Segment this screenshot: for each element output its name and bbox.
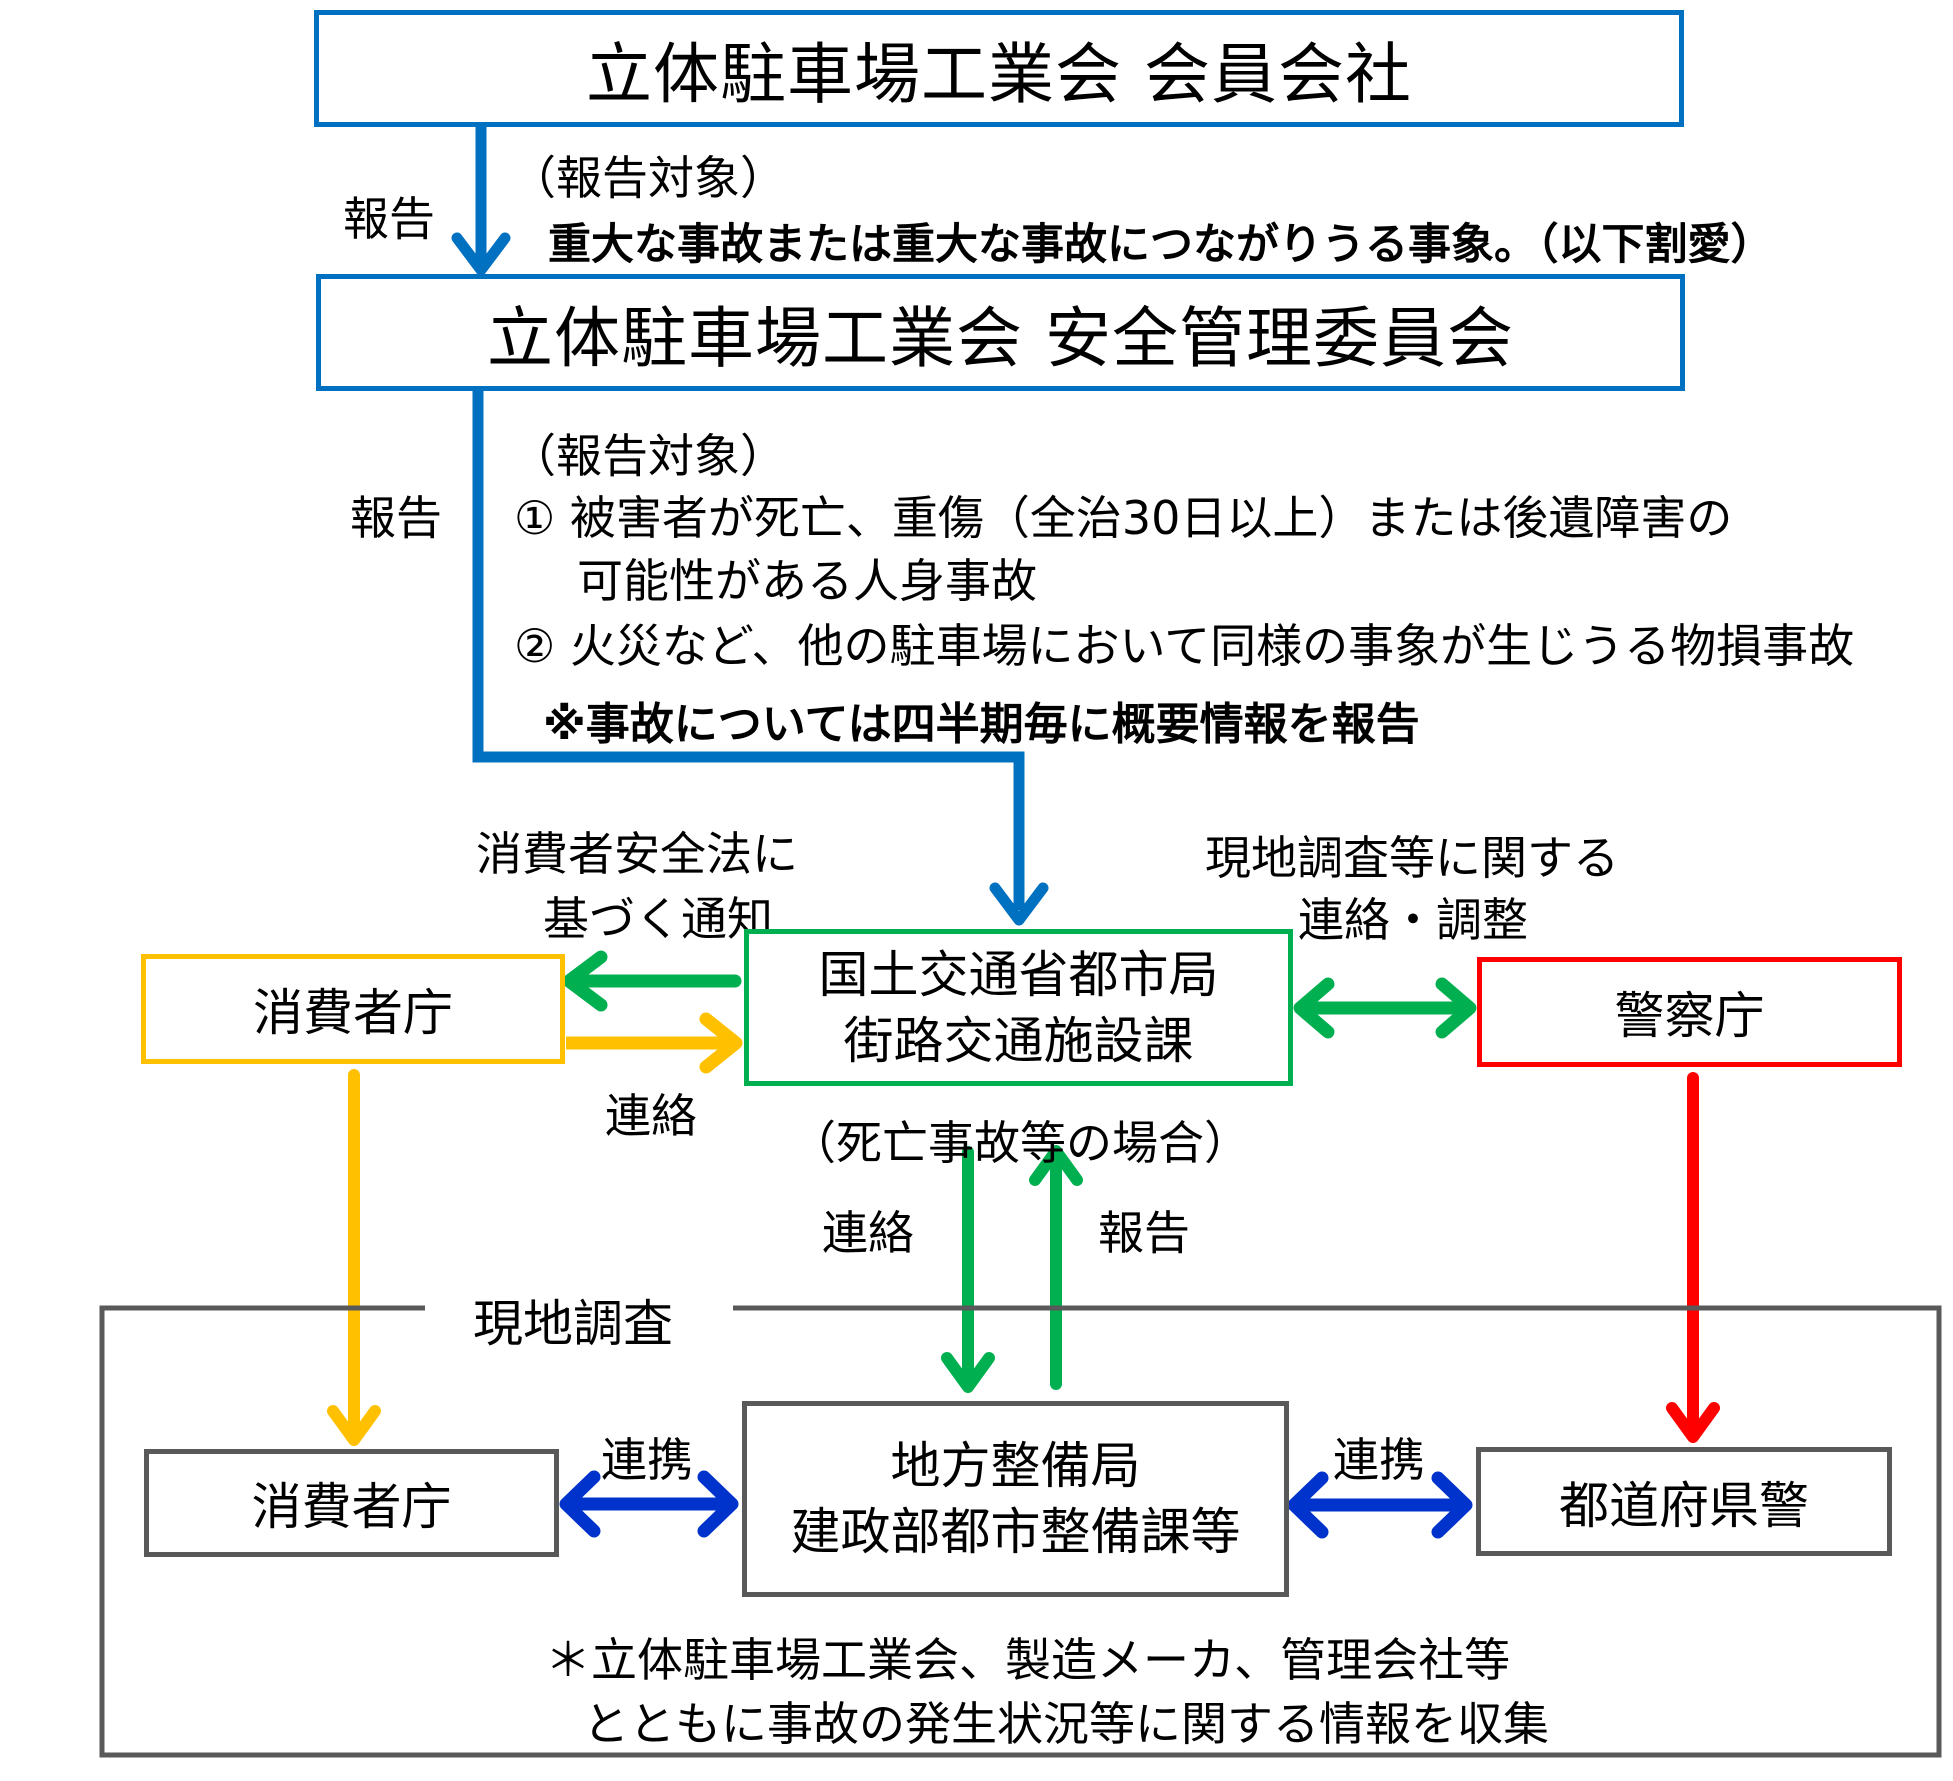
consumer-affairs-agency-label: 消費者庁 [253, 984, 453, 1042]
site-coordination-line-2: 連絡・調整 [1298, 893, 1528, 947]
site-survey-title: 現地調査 [473, 1295, 673, 1353]
contact-label-consumer-to-mlit: 連絡 [605, 1089, 697, 1143]
notice-arrow-mlit-to-consumer [562, 950, 742, 1012]
cooperation-arrow-consumer-regional [559, 1470, 739, 1538]
regional-bureau-line-1: 地方整備局 [890, 1437, 1141, 1495]
prefectural-police-box: 都道府県警 [1476, 1447, 1892, 1556]
report-arrow-regional-to-mlit [1029, 1145, 1083, 1390]
quarterly-report-note: ※事故については四半期毎に概要情報を報告 [543, 699, 1420, 750]
safety-committee-label: 立体駐車場工業会 安全管理委員会 [487, 299, 1514, 377]
cooperation-arrow-regional-prefectural [1287, 1471, 1473, 1539]
arrow-consumer-to-site-consumer [327, 1069, 381, 1446]
contact-arrow-mlit-to-regional [941, 1146, 995, 1393]
report-label-2: 報告 [350, 491, 442, 545]
member-companies-label: 立体駐車場工業会 会員会社 [586, 35, 1412, 113]
footnote-line-1: ＊立体駐車場工業会、製造メーカ、管理会社等 [545, 1633, 1511, 1687]
mlit-box-line-2: 街路交通施設課 [843, 1011, 1194, 1070]
report-label-regional-to-mlit: 報告 [1098, 1206, 1190, 1260]
consumer-affairs-agency-box: 消費者庁 [141, 954, 565, 1064]
site-consumer-affairs-agency-box: 消費者庁 [144, 1449, 559, 1557]
report-target-item-2: ② 火災など、他の駐車場において同様の事象が生じうる物損事故 [514, 619, 1855, 673]
contact-label-mlit-to-regional: 連絡 [822, 1206, 914, 1260]
mlit-box-line-1: 国土交通省都市局 [818, 945, 1219, 1004]
report-target-item-1-line-2: 可能性がある人身事故 [577, 554, 1037, 608]
fatal-accident-note: （死亡事故等の場合） [790, 1116, 1250, 1170]
report-label-1: 報告 [343, 192, 435, 246]
contact-arrow-consumer-to-mlit [566, 1012, 743, 1074]
site-survey-frame [99, 1305, 1942, 1758]
site-consumer-affairs-agency-label: 消費者庁 [251, 1478, 452, 1536]
national-police-agency-box: 警察庁 [1477, 957, 1902, 1067]
prefectural-police-label: 都道府県警 [1559, 1476, 1809, 1535]
regional-development-bureau-box: 地方整備局 建政部都市整備課等 [742, 1401, 1289, 1597]
arrow-police-to-prefectural [1666, 1072, 1720, 1443]
member-companies-box: 立体駐車場工業会 会員会社 [314, 10, 1684, 127]
national-police-agency-label: 警察庁 [1614, 987, 1765, 1045]
mlit-city-bureau-box: 国土交通省都市局 街路交通施設課 [744, 929, 1293, 1086]
safety-committee-box: 立体駐車場工業会 安全管理委員会 [316, 274, 1685, 391]
report-target-item-1-line-1: ① 被害者が死亡、重傷（全治30日以上）または後遺障害の [514, 491, 1733, 545]
cooperation-label-right: 連携 [1333, 1433, 1425, 1487]
report-arrow-member-to-committee [451, 127, 511, 276]
report-target-text-1: 重大な事故または重大な事故につながりうる事象。（以下割愛） [548, 220, 1774, 270]
cooperation-label-left: 連携 [601, 1433, 693, 1487]
regional-bureau-line-2: 建政部都市整備課等 [790, 1503, 1241, 1561]
report-target-heading-2: （報告対象） [510, 429, 786, 483]
report-arrow-committee-to-mlit [472, 391, 1049, 926]
report-target-heading-1: （報告対象） [510, 151, 786, 205]
consumer-safety-notice-line-2: 基づく通知 [543, 892, 773, 946]
consumer-safety-notice-line-1: 消費者安全法に [476, 827, 798, 881]
coordination-arrow-mlit-police [1293, 977, 1477, 1039]
site-coordination-line-1: 現地調査等に関する [1205, 831, 1619, 885]
footnote-line-2: とともに事故の発生状況等に関する情報を収集 [583, 1697, 1549, 1751]
